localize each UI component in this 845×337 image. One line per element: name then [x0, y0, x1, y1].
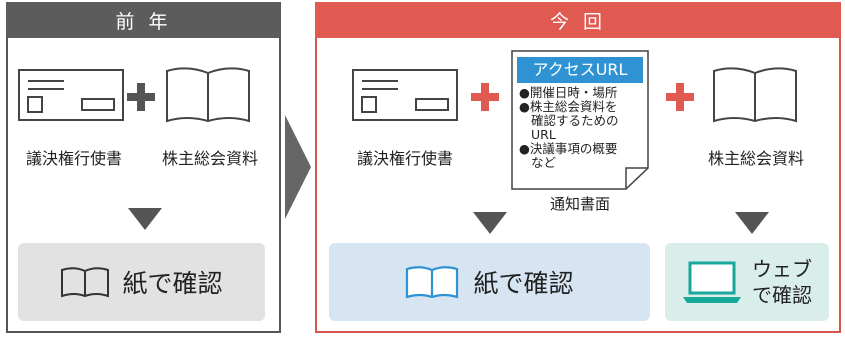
- plus-icon: [127, 83, 155, 111]
- paper-confirm-text: 紙で確認: [473, 269, 574, 298]
- voting-form-label: 議決権行使書: [25, 149, 122, 168]
- notice-caption: 通知書面: [549, 195, 610, 213]
- notice-bullet: URL: [531, 127, 556, 142]
- notice-bullet: ●決議事項の概要: [519, 141, 618, 156]
- meeting-materials-label: 株主総会資料: [161, 149, 258, 168]
- current-header: 今 回: [315, 2, 841, 38]
- plus-icon: [666, 83, 694, 111]
- plus-icon: [471, 83, 499, 111]
- paper-confirm-text: 紙で確認: [122, 269, 223, 298]
- open-book-icon: [61, 267, 110, 298]
- paper-confirm-card: 紙で確認: [329, 243, 650, 321]
- voting-card-icon: [352, 69, 458, 121]
- access-url-title: アクセスURL: [517, 57, 643, 83]
- paper-confirm-card: 紙で確認: [18, 243, 265, 321]
- web-confirm-card: ウェブ で確認: [665, 243, 829, 321]
- web-confirm-line2: で確認: [752, 283, 812, 307]
- notice-document-shape: [511, 50, 649, 190]
- open-book-icon: [406, 266, 459, 299]
- down-arrow-icon: [128, 208, 162, 230]
- meeting-materials-label: 株主総会資料: [707, 149, 804, 168]
- notice-bullets: ●開催日時・場所 ●株主総会資料を 確認するための URL ●決議事項の概要 な…: [519, 86, 643, 170]
- laptop-icon: [683, 261, 741, 303]
- web-confirm-text: ウェブ で確認: [752, 256, 812, 308]
- voting-form-label: 議決権行使書: [356, 149, 453, 168]
- web-confirm-line1: ウェブ: [752, 257, 812, 281]
- book-icon: [713, 67, 797, 123]
- down-arrow-icon: [735, 212, 769, 234]
- voting-card-icon: [18, 69, 124, 121]
- book-icon: [166, 67, 250, 123]
- notice-bullet: ●株主総会資料を: [519, 99, 618, 114]
- notice-bullet: ●開催日時・場所: [519, 85, 618, 100]
- previous-year-header: 前 年: [6, 2, 281, 38]
- notice-bullet: 確認するための: [531, 113, 619, 128]
- notice-bullet: など: [531, 155, 557, 170]
- down-arrow-icon: [473, 212, 507, 234]
- chevron-right-icon: [285, 115, 311, 219]
